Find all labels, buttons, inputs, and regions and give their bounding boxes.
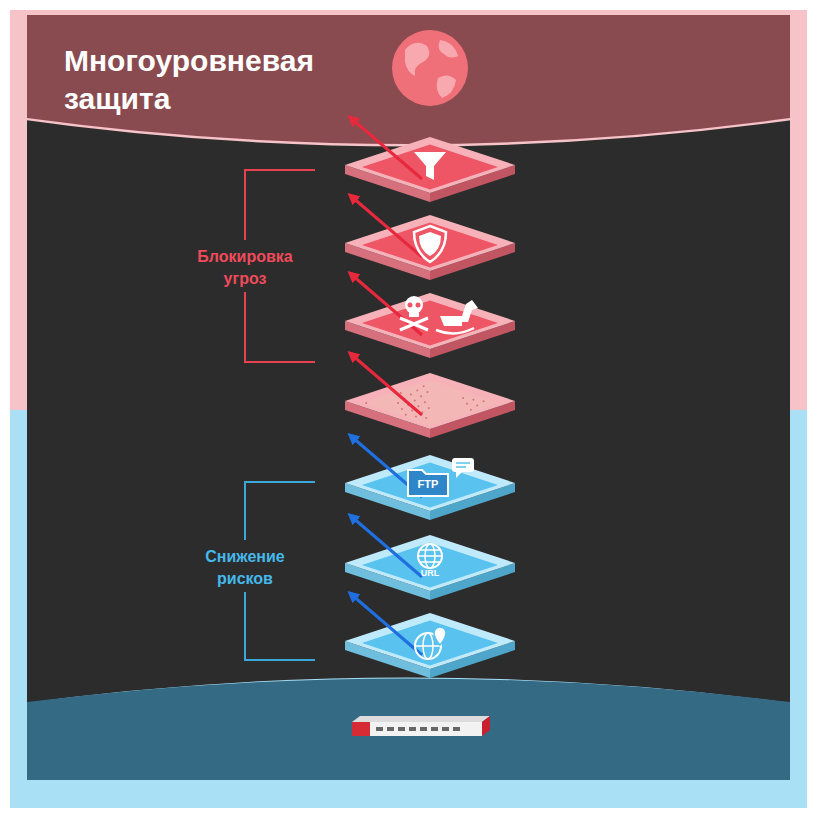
threat-arrow bbox=[352, 197, 422, 257]
group-label: Блокировка угроз bbox=[185, 244, 305, 291]
icon-label: FTP bbox=[408, 478, 448, 490]
threat-arrow bbox=[352, 355, 422, 415]
title: Многоуровневая защита bbox=[64, 42, 394, 117]
skull-icon bbox=[400, 296, 428, 330]
bottom-band-outer bbox=[10, 678, 807, 809]
icon-label: URL bbox=[410, 569, 450, 579]
protection-layer bbox=[345, 455, 515, 520]
threat-arrow bbox=[352, 595, 422, 655]
toy-horse-icon bbox=[436, 300, 478, 334]
protection-layer bbox=[345, 137, 515, 202]
threat-arrow bbox=[352, 517, 422, 577]
bottom-band bbox=[27, 679, 790, 781]
folder-icon bbox=[408, 470, 448, 496]
threat-arrow bbox=[352, 119, 422, 179]
firewall-device bbox=[352, 716, 490, 736]
protection-layer bbox=[345, 373, 515, 438]
top-band-outer bbox=[10, 10, 807, 147]
shield-icon bbox=[414, 226, 446, 262]
dark-ground bbox=[27, 15, 790, 780]
group-label: Снижение рисков bbox=[185, 544, 305, 591]
globe-icon bbox=[392, 30, 468, 106]
protection-layer bbox=[345, 535, 515, 600]
filter-icon bbox=[414, 152, 446, 180]
top-band bbox=[27, 15, 790, 144]
chat-icon bbox=[452, 458, 474, 478]
web-globe-icon bbox=[418, 544, 442, 568]
geo-globe-icon bbox=[415, 627, 446, 659]
protection-layer bbox=[345, 293, 515, 358]
protection-layer bbox=[345, 613, 515, 678]
protection-layer bbox=[345, 215, 515, 280]
